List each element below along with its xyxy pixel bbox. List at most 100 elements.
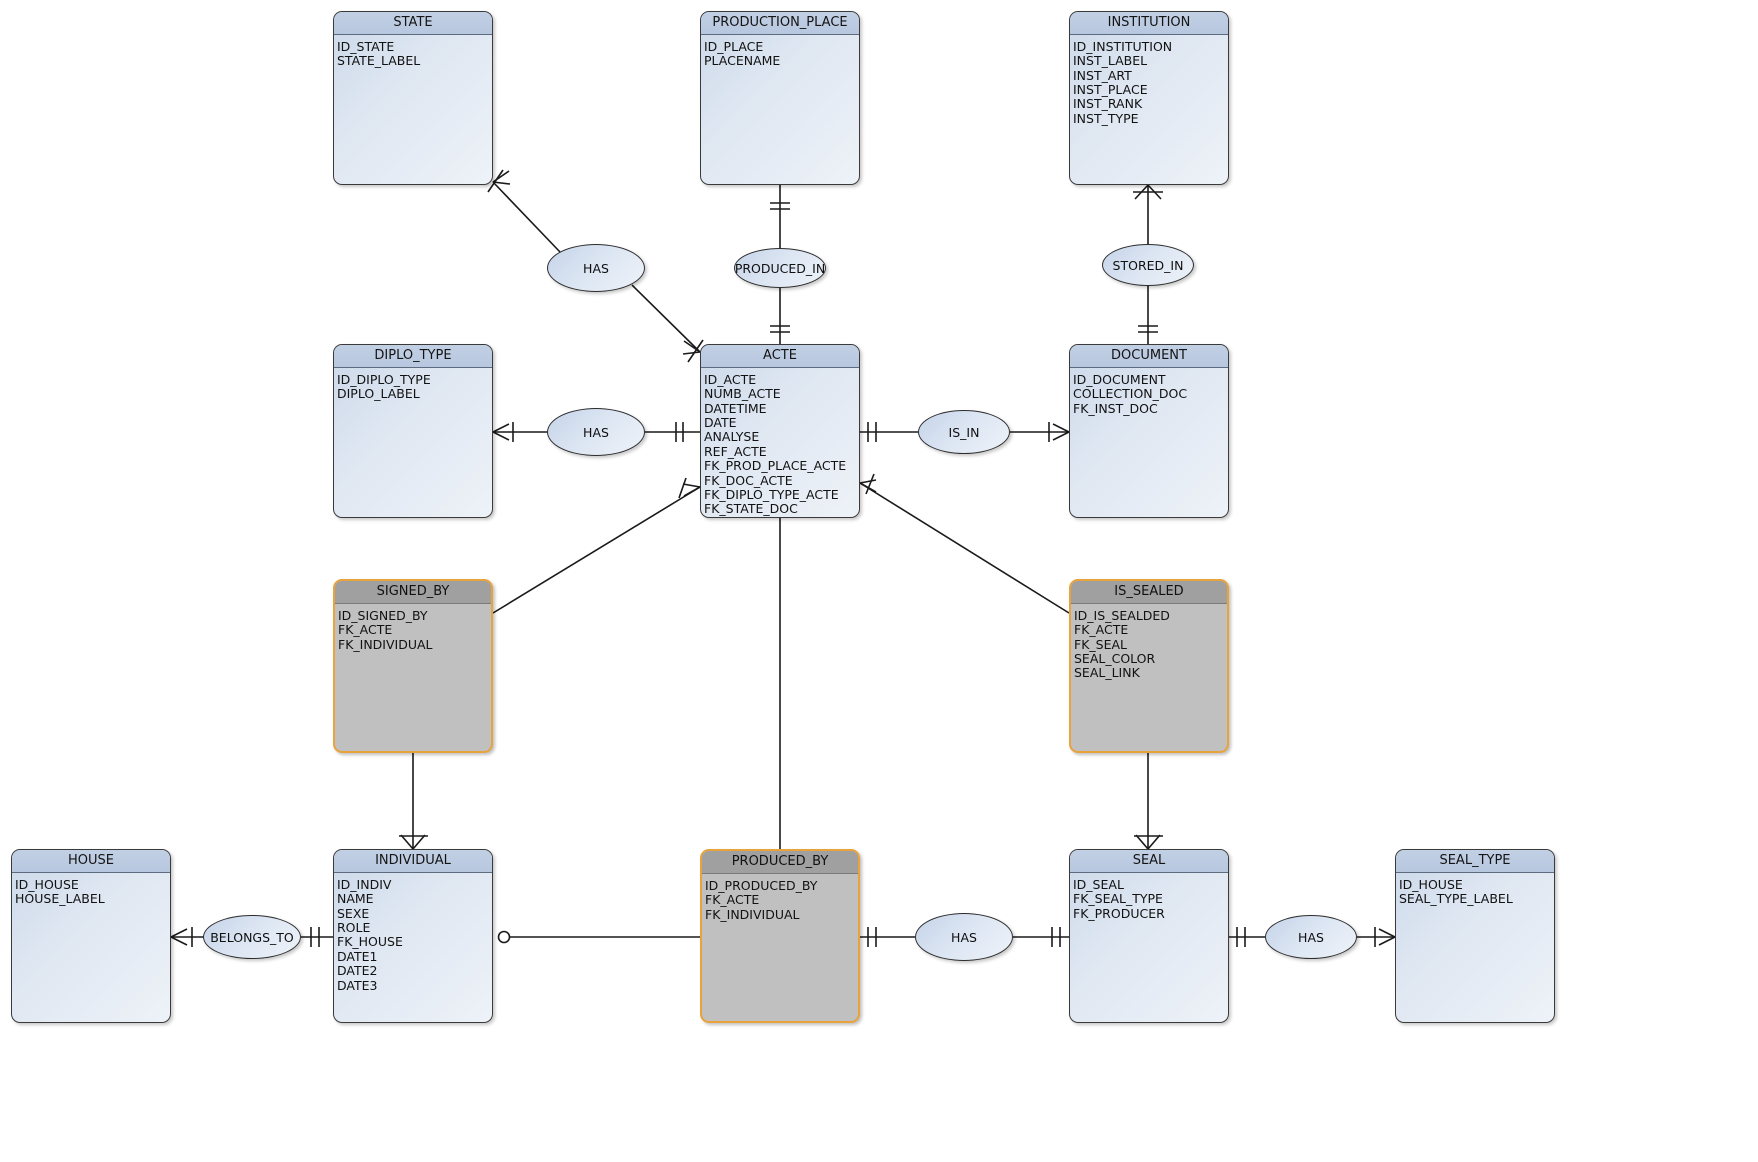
attribute-row: DIPLO_LABEL [337, 386, 420, 402]
tick-individual-belongs-one [310, 927, 320, 947]
crowfoot-institution [1133, 184, 1163, 200]
tick-acte-prod-one [770, 325, 790, 333]
crowfoot-individual-signed [399, 834, 428, 850]
attribute-row: FK_INDIVIDUAL [338, 636, 433, 652]
tick-seal-one [1236, 927, 1246, 947]
relationship-label: PRODUCED_IN [734, 260, 826, 276]
entity-title-seal_type: SEAL_TYPE [1396, 850, 1554, 873]
connector-state-has [492, 181, 561, 253]
entity-title-is_sealed: IS_SEALED [1071, 581, 1227, 604]
attribute-row: FK_ACTE [1074, 622, 1129, 638]
entity-title-production_place: PRODUCTION_PLACE [701, 12, 859, 35]
attribute-row: ID_HOUSE [15, 876, 79, 892]
attribute-row: REF_ACTE [704, 443, 767, 459]
attribute-row: FK_INST_DOC [1073, 400, 1158, 416]
relationship-label: IS_IN [948, 424, 980, 440]
attribute-row: FK_STATE_DOC [704, 501, 798, 517]
attribute-row: ID_INDIV [337, 876, 392, 892]
attribute-row: DATE2 [337, 963, 378, 979]
relationship-rel_produced_in[interactable]: PRODUCED_IN [734, 248, 826, 288]
attribute-row: DATE1 [337, 948, 378, 964]
attribute-row: ID_SIGNED_BY [338, 607, 428, 623]
attribute-row: ID_INSTITUTION [1073, 38, 1173, 54]
attribute-row: SEAL_LINK [1074, 665, 1140, 681]
attribute-row: ID_IS_SEALDED [1074, 607, 1170, 623]
attribute-row: DATETIME [704, 400, 767, 416]
attribute-row: NAME [337, 891, 374, 907]
attribute-row: ID_DOCUMENT [1073, 371, 1166, 387]
crowfoot-house [170, 927, 193, 947]
attribute-row: ID_HOUSE [1399, 876, 1463, 892]
attribute-row: FK_DOC_ACTE [704, 472, 793, 488]
entity-title-produced_by: PRODUCED_BY [702, 851, 858, 874]
attribute-row: ID_PLACE [704, 38, 764, 54]
relationship-label: BELONGS_TO [210, 929, 294, 945]
crowfoot-diplo [492, 422, 514, 442]
attribute-row: SEAL_COLOR [1074, 651, 1156, 667]
attribute-row: ID_DIPLO_TYPE [337, 371, 431, 387]
relationship-rel_stored_in[interactable]: STORED_IN [1102, 244, 1194, 286]
attribute-row: DATE3 [337, 977, 378, 993]
attribute-row: FK_ACTE [705, 892, 760, 908]
entity-title-seal: SEAL [1070, 850, 1228, 873]
attribute-row: ID_PRODUCED_BY [705, 877, 818, 893]
attribute-row: INST_PLACE [1073, 82, 1148, 98]
attribute-row: FK_PRODUCER [1073, 905, 1165, 921]
connector-has-acte [631, 284, 701, 353]
connector-issealed-acte [859, 482, 1070, 614]
attribute-row: INST_TYPE [1073, 110, 1139, 126]
attribute-row: ID_ACTE [704, 371, 757, 387]
tick-producedby-one [867, 927, 877, 947]
relationship-rel_is_in[interactable]: IS_IN [918, 410, 1010, 454]
relationship-rel_has_diplo[interactable]: HAS [547, 408, 645, 456]
attribute-row: FK_DIPLO_TYPE_ACTE [704, 486, 839, 502]
attribute-row: DATE [704, 415, 737, 431]
attribute-row: ID_SEAL [1073, 876, 1124, 892]
crowfoot-acte-signed [678, 477, 701, 499]
entity-title-state: STATE [334, 12, 492, 35]
attribute-row: SEAL_TYPE_LABEL [1399, 891, 1513, 907]
relationship-label: HAS [1298, 929, 1324, 945]
crowfoot-document-isin [1048, 422, 1070, 442]
entity-title-document: DOCUMENT [1070, 345, 1228, 368]
attribute-row: INST_ART [1073, 67, 1132, 83]
entity-title-diplo_type: DIPLO_TYPE [334, 345, 492, 368]
attribute-row: PLACENAME [704, 53, 781, 69]
relationship-label: HAS [583, 260, 609, 276]
attribute-row: ANALYSE [704, 429, 760, 445]
relationship-rel_belongs_to[interactable]: BELONGS_TO [203, 915, 301, 959]
relationship-rel_has_state[interactable]: HAS [547, 244, 645, 292]
crowfoot-seal-sealed [1134, 834, 1163, 850]
entity-title-signed_by: SIGNED_BY [335, 581, 491, 604]
relationship-rel_has_sealtype[interactable]: HAS [1265, 915, 1357, 959]
tick-document-stored-one [1138, 325, 1158, 333]
attribute-row: SEXE [337, 905, 370, 921]
attribute-row: STATE_LABEL [337, 53, 421, 69]
attribute-row: FK_PROD_PLACE_ACTE [704, 458, 847, 474]
relationship-rel_has_produced[interactable]: HAS [915, 913, 1013, 961]
relationship-label: HAS [951, 929, 977, 945]
attribute-row: COLLECTION_DOC [1073, 386, 1188, 402]
crowfoot-sealtype [1374, 927, 1396, 947]
